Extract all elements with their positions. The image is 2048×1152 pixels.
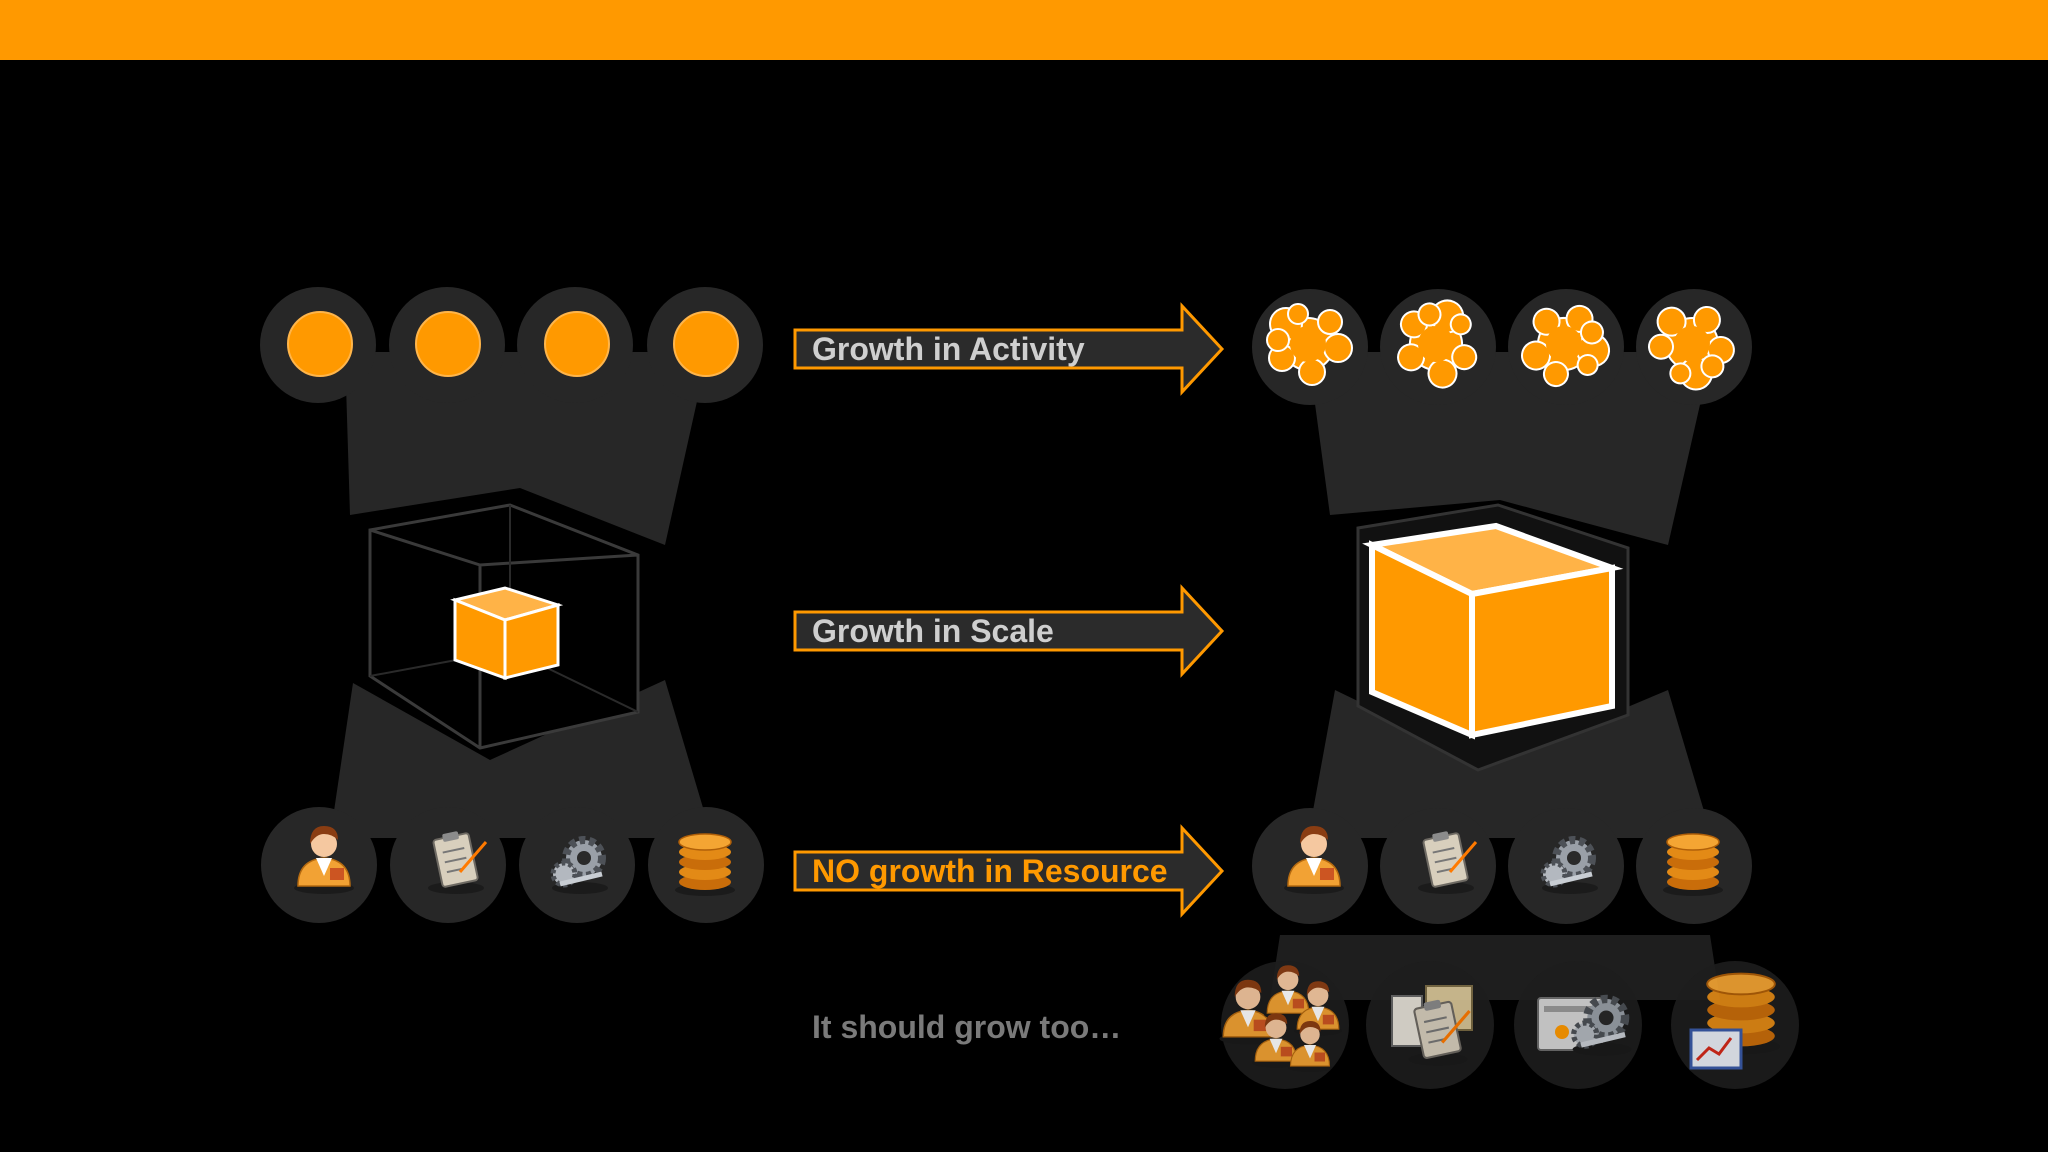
activity-circle <box>544 311 610 377</box>
right-large-cube <box>1362 522 1624 740</box>
left-lower-funnel <box>330 680 712 838</box>
arrow-label: Growth in Activity <box>812 331 1085 367</box>
grown-resource-row <box>1220 961 1799 1089</box>
right-activity-row <box>1252 283 1752 405</box>
right-resource-row <box>1252 808 1752 924</box>
arrow-growth-scale: Growth in Scale <box>793 584 1225 678</box>
activity-circle <box>415 311 481 377</box>
left-resource-row <box>261 807 764 923</box>
coins-icon <box>674 833 736 897</box>
top-accent-bar <box>0 0 2048 60</box>
server-settings-icon <box>1538 998 1631 1056</box>
arrow-label: Growth in Scale <box>812 613 1054 649</box>
left-small-cube <box>450 586 564 681</box>
right-upper-funnel <box>1308 352 1712 545</box>
left-structure <box>260 287 764 923</box>
footnote-text: It should grow too… <box>812 1009 1121 1045</box>
left-activity-row <box>260 287 763 403</box>
right-structure <box>1220 283 1799 1089</box>
arrow-no-growth-resource: NO growth in Resource <box>793 824 1225 918</box>
arrow-growth-activity: Growth in Activity <box>793 302 1225 396</box>
activity-circle <box>673 311 739 377</box>
arrow-label: NO growth in Resource <box>812 853 1168 889</box>
activity-circle <box>287 311 353 377</box>
coins-icon <box>1662 833 1724 897</box>
